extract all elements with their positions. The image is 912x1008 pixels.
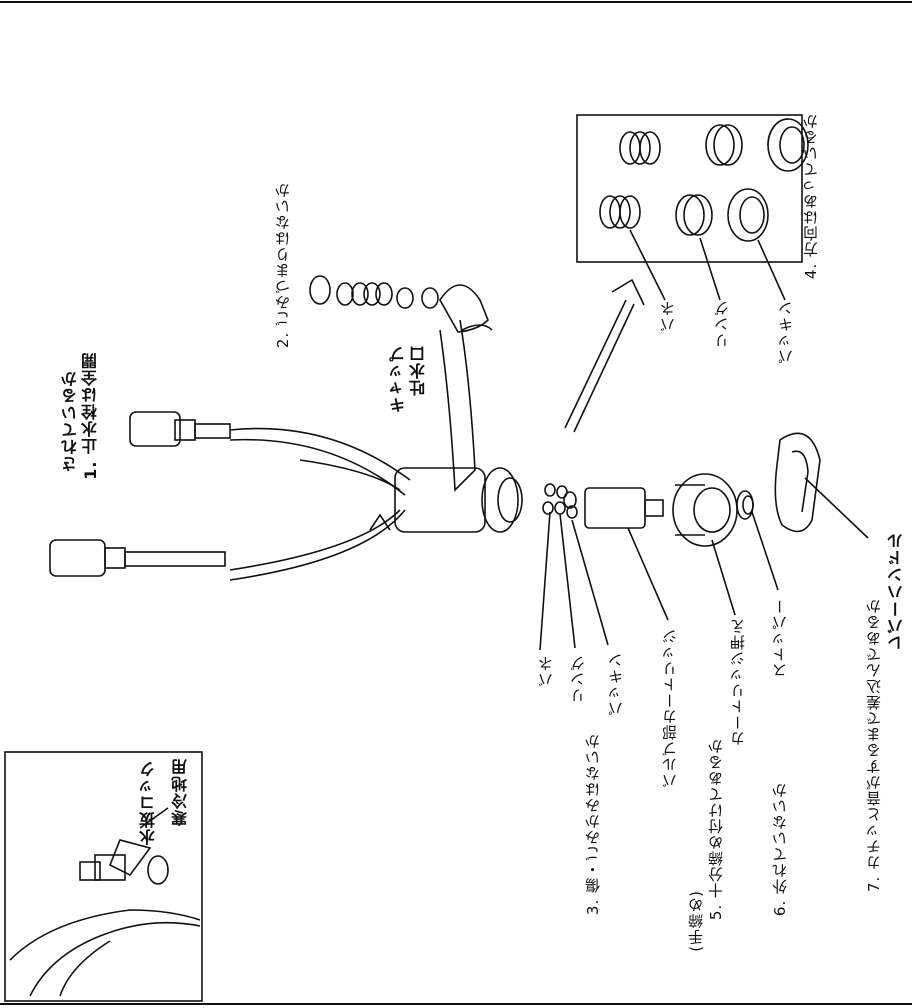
ring-detail-parts (675, 124, 743, 236)
check-5-note: (手締め) (687, 890, 705, 952)
label-packing-lower: パッキン (607, 652, 625, 716)
packing-detail-parts (727, 118, 809, 242)
check-3: 3. 傷・ごみかみはないか (584, 733, 602, 916)
check-7: 7. カチッと音がするまで差込んであるか (865, 598, 883, 893)
label-valve-cartridge: バルブ部カートリッジ (661, 628, 679, 788)
check-4: 4. 方向はあっているか (802, 113, 820, 280)
check-1-line1: 1. 止水栓は全開 (81, 352, 100, 480)
valve-cartridge-stack (542, 483, 664, 529)
label-cold-region: 寒冷地用 (171, 758, 190, 826)
cold-region-drawing (9, 807, 201, 997)
spout-cap-parts (309, 275, 439, 309)
detail-leaders (629, 229, 786, 301)
check-6: 6. 外れていないか (771, 782, 789, 917)
spring-detail-parts (599, 131, 661, 229)
leader-lines (539, 477, 869, 651)
cold-region-box (4, 751, 203, 1002)
label-lever-handle: レバーハンドル (887, 532, 906, 651)
label-stopper: ストッパー (771, 598, 789, 678)
stopper (736, 490, 754, 520)
check-2: 2. ごみづまりはないか (274, 182, 292, 349)
check-5: 5. 十分締め付けてあるか (707, 738, 725, 921)
label-spring-lower: バネ (537, 655, 555, 687)
label-drain-cock: 水抜コック (139, 760, 158, 845)
supply-hoses (229, 427, 411, 581)
label-spout-cap-2: キャップ (389, 345, 408, 413)
faucet-body (369, 467, 523, 533)
lever-handle (774, 432, 821, 533)
label-cartridge-press: カートリッジ押え (729, 618, 747, 746)
label-packing-upper: パッキン (777, 300, 795, 364)
label-ring-upper: リング (713, 300, 731, 348)
hose-connectors (49, 411, 231, 577)
label-spout-cap-1: 吐水口 (409, 345, 428, 396)
direction-detail-box (576, 114, 803, 263)
cartridge-press (672, 473, 738, 547)
check-1-line2: されているか (61, 370, 80, 472)
faucet-spout (439, 284, 493, 492)
label-ring-lower: リング (569, 655, 587, 703)
direction-arrow (564, 278, 645, 433)
label-spring-upper: バネ (659, 300, 677, 332)
